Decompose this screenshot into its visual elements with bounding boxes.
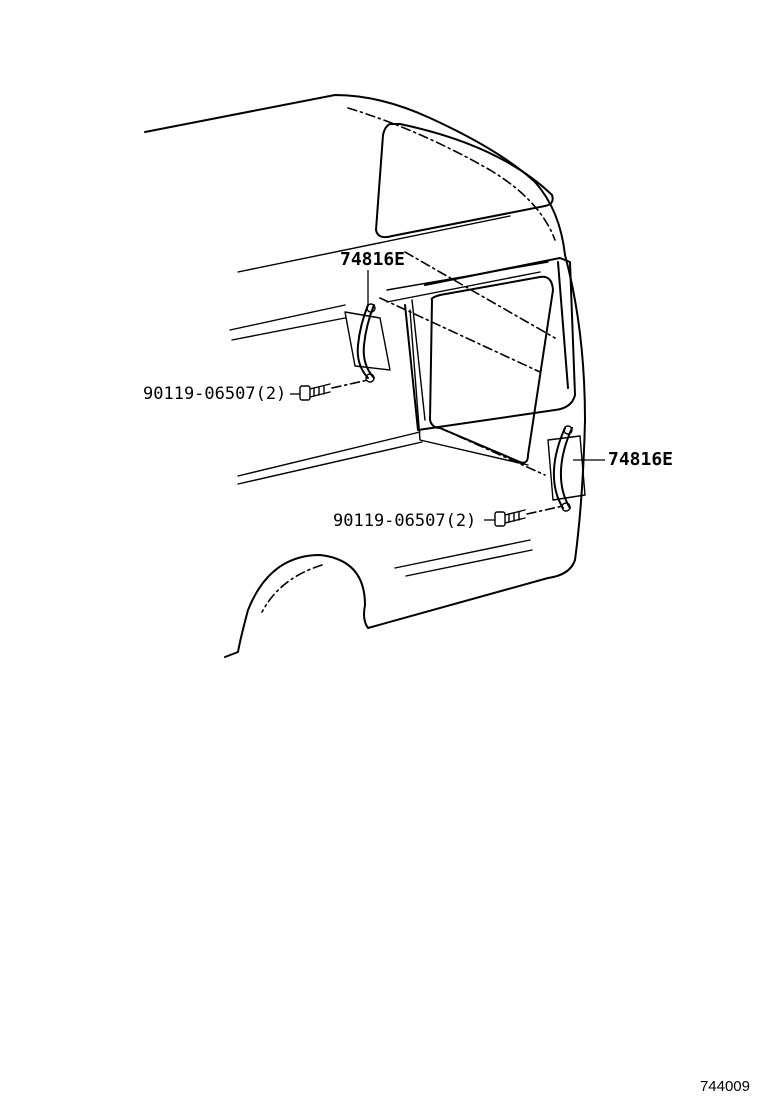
diagram-id: 744009: [699, 1078, 750, 1095]
part-label-lower: 74816E: [608, 449, 674, 470]
upper-bracket-part: [344, 303, 391, 383]
upper-bolt: [299, 379, 369, 401]
bolt-label-lower: 90119-06507(2): [333, 511, 477, 531]
rear-door-frame: [404, 257, 576, 466]
leader-lines: [290, 270, 605, 521]
part-label-upper: 74816E: [340, 249, 406, 270]
panel-guide-lines: [379, 251, 556, 476]
lower-bracket-part: [547, 425, 586, 512]
lower-bolt: [494, 505, 564, 527]
quarter-window: [375, 123, 554, 239]
bolt-label-upper: 90119-06507(2): [143, 384, 287, 404]
